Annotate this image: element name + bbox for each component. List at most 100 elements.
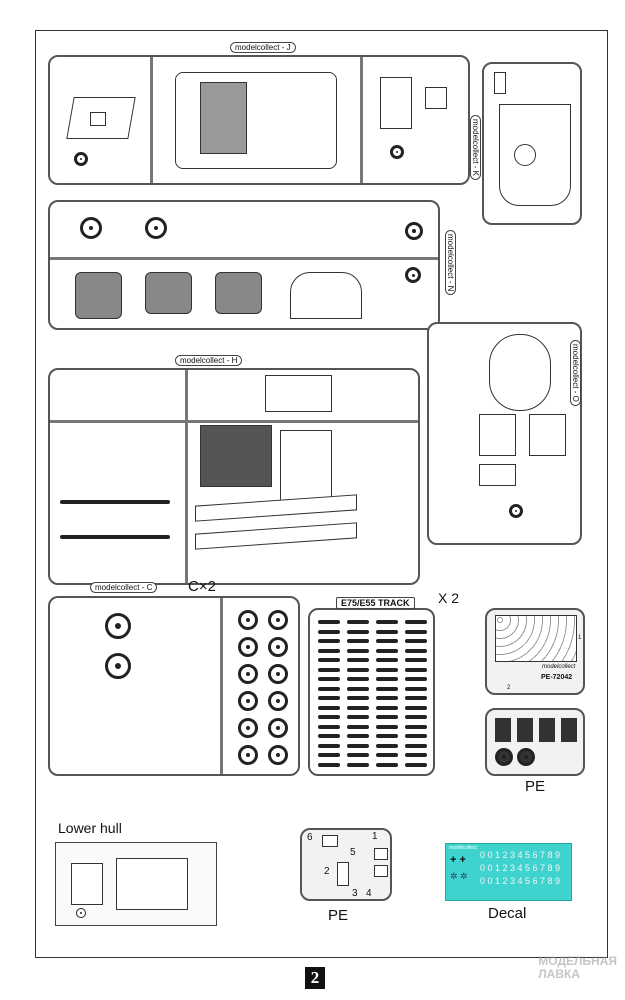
sprue-j [48, 55, 470, 185]
track-link-part [318, 734, 340, 738]
track-link-part [318, 705, 340, 710]
road-wheel-part [238, 718, 258, 738]
pe-small-part-5: 5 [350, 847, 356, 858]
track-link-part [347, 629, 369, 634]
sprue-j-label: modelcollect - J [230, 42, 296, 53]
sprue-h [48, 368, 420, 585]
track-link-part [376, 715, 398, 719]
track-link-part [347, 753, 369, 757]
track-link-part [347, 620, 369, 624]
track-link-part [405, 743, 427, 748]
track-link-part [376, 705, 398, 710]
road-wheel-part [238, 610, 258, 630]
pe-label: PE [525, 778, 546, 795]
track-link-part [376, 639, 398, 643]
track-link-part [347, 677, 369, 681]
pe-part-1: 1 [578, 635, 582, 641]
track-link-part [405, 620, 427, 624]
track-link-part [405, 639, 427, 643]
road-wheel-part [268, 610, 288, 630]
track-link-part [376, 724, 398, 729]
pe-small-fret: 6 1 5 2 3 4 [300, 828, 392, 901]
track-link-part [405, 696, 427, 700]
pe-small-part-6: 6 [307, 832, 313, 843]
track-link-part [347, 658, 369, 662]
track-link-part [376, 648, 398, 653]
pe-part-2: 2 [507, 685, 511, 691]
track-link-part [318, 743, 340, 748]
track-link-part [318, 629, 340, 634]
track-link-part [318, 724, 340, 729]
track-link-part [376, 658, 398, 662]
track-title: E75/E55 TRACK [336, 597, 415, 609]
track-link-part [347, 705, 369, 710]
pe-fret-72042: modelcollect PE-72042 1 2 [485, 608, 585, 695]
track-link-part [347, 762, 369, 767]
road-wheel-part [268, 718, 288, 738]
road-wheel-part [238, 691, 258, 711]
decal-label: Decal [488, 905, 527, 922]
page-frame [35, 30, 608, 958]
watermark-line2: ЛАВКА [538, 967, 581, 981]
track-link-part [405, 667, 427, 672]
track-link-part [405, 753, 427, 757]
track-link-part [405, 715, 427, 719]
track-link-part [318, 639, 340, 643]
track-link-part [405, 705, 427, 710]
decal-sheet: modelcollect + + ✲ ✲ 0 0 1 2 3 4 5 6 7 8… [445, 843, 572, 901]
road-wheel-part [238, 637, 258, 657]
sprue-k [482, 62, 582, 225]
track-link-part [318, 648, 340, 653]
road-wheel-part [268, 745, 288, 765]
track-link-part [347, 724, 369, 729]
track-link-part [376, 734, 398, 738]
track-link-part [347, 696, 369, 700]
sprue-n-label: modelcollect - N [445, 230, 456, 296]
sprue-c [48, 596, 300, 776]
lower-hull-label: Lower hull [58, 820, 122, 836]
track-link-part [376, 620, 398, 624]
watermark: МОДЕЛЬНАЯ ЛАВКА [538, 955, 617, 981]
decal-brand: modelcollect [449, 845, 477, 851]
pe-small-part-2: 2 [324, 866, 330, 877]
track-link-part [347, 648, 369, 653]
gear-icon: ✲ ✲ [450, 871, 468, 881]
track-link-part [405, 648, 427, 653]
pe-fret-2 [485, 708, 585, 776]
decal-row: 0 0 1 2 3 4 5 6 7 8 9 [480, 863, 561, 873]
cross-icon: + + [450, 854, 466, 866]
pe-small-part-3: 3 [352, 888, 358, 899]
page-number: 2 [305, 967, 325, 989]
track-link-part [405, 734, 427, 738]
track-link-part [347, 667, 369, 672]
track-link-part [347, 715, 369, 719]
pe-small-label: PE [328, 907, 349, 924]
track-link-part [376, 696, 398, 700]
sprue-k-label: modelcollect - K [470, 115, 481, 180]
track-link-part [405, 762, 427, 767]
track-link-part [405, 686, 427, 691]
track-link-part [347, 639, 369, 643]
track-link-part [405, 724, 427, 729]
track-link-part [376, 677, 398, 681]
track-link-part [347, 686, 369, 691]
track-link-part [318, 658, 340, 662]
road-wheel-part [268, 637, 288, 657]
decal-row: 0 0 1 2 3 4 5 6 7 8 9 [480, 876, 561, 886]
track-link-part [318, 762, 340, 767]
pe-brand: modelcollect [542, 664, 576, 670]
track-link-part [405, 629, 427, 634]
pe-small-part-1: 1 [372, 831, 378, 842]
lower-hull-drawing [55, 842, 217, 926]
track-link-part [318, 696, 340, 700]
track-link-part [376, 629, 398, 634]
track-link-part [318, 667, 340, 672]
sprue-o-label: modelcollect - O [570, 340, 581, 406]
track-link-part [376, 686, 398, 691]
track-link-part [376, 667, 398, 672]
track-link-part [318, 753, 340, 757]
decal-row: 0 0 1 2 3 4 5 6 7 8 9 [480, 850, 561, 860]
track-link-part [347, 734, 369, 738]
road-wheel-part [238, 745, 258, 765]
track-link-part [376, 753, 398, 757]
